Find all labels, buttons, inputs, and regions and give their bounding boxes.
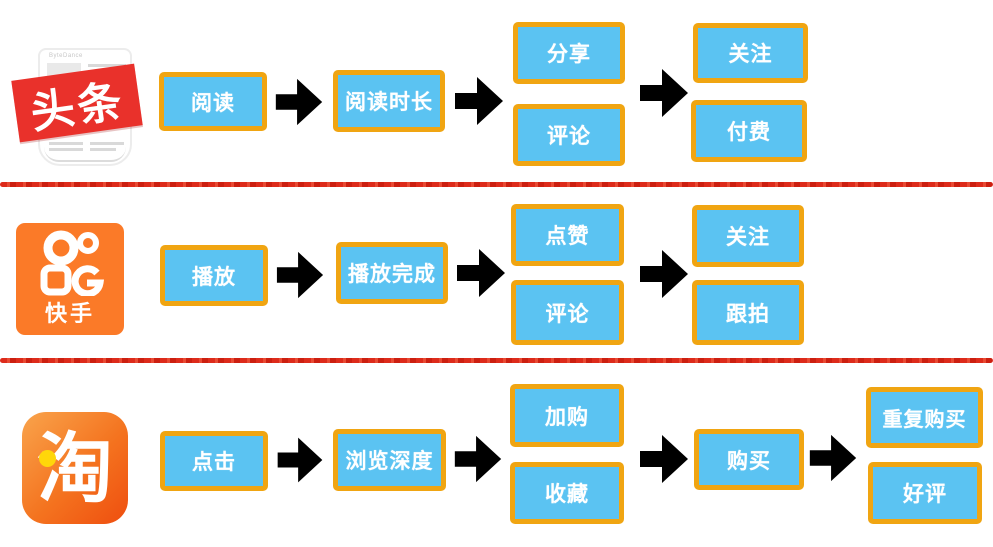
box-purchase: 购买	[694, 429, 804, 490]
newspaper-line	[90, 148, 116, 151]
box-add-cart: 加购	[510, 384, 624, 447]
box-follow: 关注	[693, 23, 808, 83]
box-follow-shoot: 跟拍	[692, 280, 804, 345]
box-follow: 关注	[692, 205, 804, 267]
box-share: 分享	[513, 22, 625, 84]
arrow-icon	[455, 77, 503, 125]
box-comment: 评论	[513, 104, 625, 166]
box-read: 阅读	[159, 72, 267, 131]
box-good-review: 好评	[868, 462, 982, 524]
newspaper-line	[49, 142, 83, 145]
toutiao-logo: ByteDance 头条	[11, 44, 143, 168]
newspaper-line	[49, 148, 83, 151]
kuaishou-name: 快手	[44, 301, 95, 326]
arrow-icon	[640, 69, 688, 117]
arrow-icon	[454, 435, 502, 483]
arrow-icon	[275, 78, 323, 126]
arrow-icon	[457, 249, 505, 297]
box-browse-depth: 浏览深度	[333, 429, 446, 491]
arrow-icon	[640, 250, 688, 298]
taobao-yellow-dot	[39, 450, 56, 467]
box-favorite: 收藏	[510, 462, 624, 524]
box-like: 点赞	[511, 204, 624, 266]
box-play-complete: 播放完成	[336, 242, 448, 304]
box-repeat-purchase: 重复购买	[866, 387, 983, 448]
box-click: 点击	[160, 431, 268, 491]
newspaper-line	[90, 142, 124, 145]
box-comment: 评论	[511, 280, 624, 345]
bytedance-label: ByteDance	[49, 53, 83, 59]
box-play: 播放	[160, 245, 268, 306]
arrow-icon	[277, 437, 323, 483]
arrow-icon	[809, 434, 857, 482]
kuaishou-logo: 快手	[16, 223, 124, 335]
arrow-icon	[640, 435, 688, 483]
newspaper-curl	[44, 147, 126, 162]
arrow-icon	[276, 251, 324, 299]
kuaishou-camera-icon	[40, 230, 105, 296]
taobao-character: 淘	[37, 427, 113, 512]
box-read-duration: 阅读时长	[333, 70, 445, 132]
taobao-logo: 淘	[22, 412, 128, 524]
red-divider	[0, 358, 993, 363]
red-divider	[0, 182, 993, 187]
box-pay: 付费	[691, 100, 807, 162]
